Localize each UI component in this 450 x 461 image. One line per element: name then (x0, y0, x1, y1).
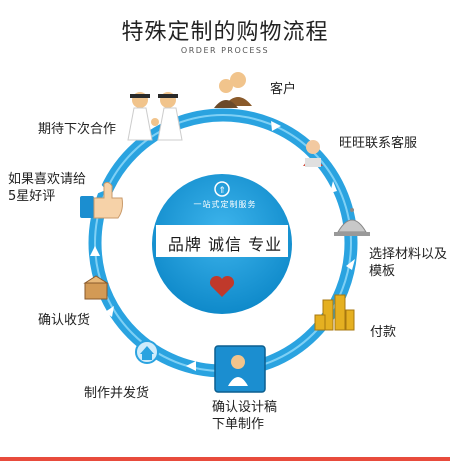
page-subtitle: ORDER PROCESS (180, 46, 270, 55)
heart-icon (209, 275, 235, 297)
customer-service-icon (303, 140, 323, 167)
service-bell-icon (334, 208, 370, 236)
step-label-confirm-design-line2: 下单制作 (212, 417, 265, 432)
step-label-ship: 制作并发货 (84, 386, 150, 401)
arrow-marker (346, 259, 355, 270)
bottom-accent-bar (0, 457, 450, 461)
design-tablet-icon (214, 345, 266, 393)
page-title: 特殊定制的购物流程 (121, 20, 329, 45)
step-label-review-line1: 如果喜欢请给 (8, 172, 87, 187)
arrow-marker (105, 306, 114, 317)
step-label-contact-service: 旺旺联系客服 (339, 136, 418, 151)
customer-people-icon (214, 72, 252, 108)
step-label-receive: 确认收货 (38, 313, 91, 328)
badge-icon (214, 181, 230, 197)
center-slogan: 品牌 诚信 专业 (167, 235, 283, 254)
arrow-marker (90, 246, 100, 256)
arrow-marker (186, 361, 196, 371)
arrow-marker (271, 121, 281, 131)
step-label-choose-material-line1: 选择材料以及 (369, 247, 448, 262)
handshake-icon (127, 92, 183, 141)
thumbs-up-icon (80, 181, 123, 219)
step-label-review-line2: 5星好评 (8, 189, 56, 204)
center-badge-text: 一站式定制服务 (193, 200, 257, 209)
parcel-box-icon (83, 275, 109, 300)
ring-arrows (90, 121, 355, 371)
step-label-customer: 客户 (270, 82, 297, 97)
arrow-marker (96, 183, 106, 194)
arrow-marker (330, 181, 337, 193)
step-label-choose-material-line2: 模板 (369, 264, 396, 279)
center-banner (156, 225, 288, 257)
gold-coins-icon (314, 294, 355, 331)
step-label-payment: 付款 (370, 325, 397, 340)
delivery-house-icon (135, 340, 159, 364)
step-label-confirm-design-line1: 确认设计稿 (212, 400, 278, 415)
badge-icon-glyph: ⇑ (218, 186, 226, 196)
step-label-next-cooperation: 期待下次合作 (38, 122, 117, 137)
